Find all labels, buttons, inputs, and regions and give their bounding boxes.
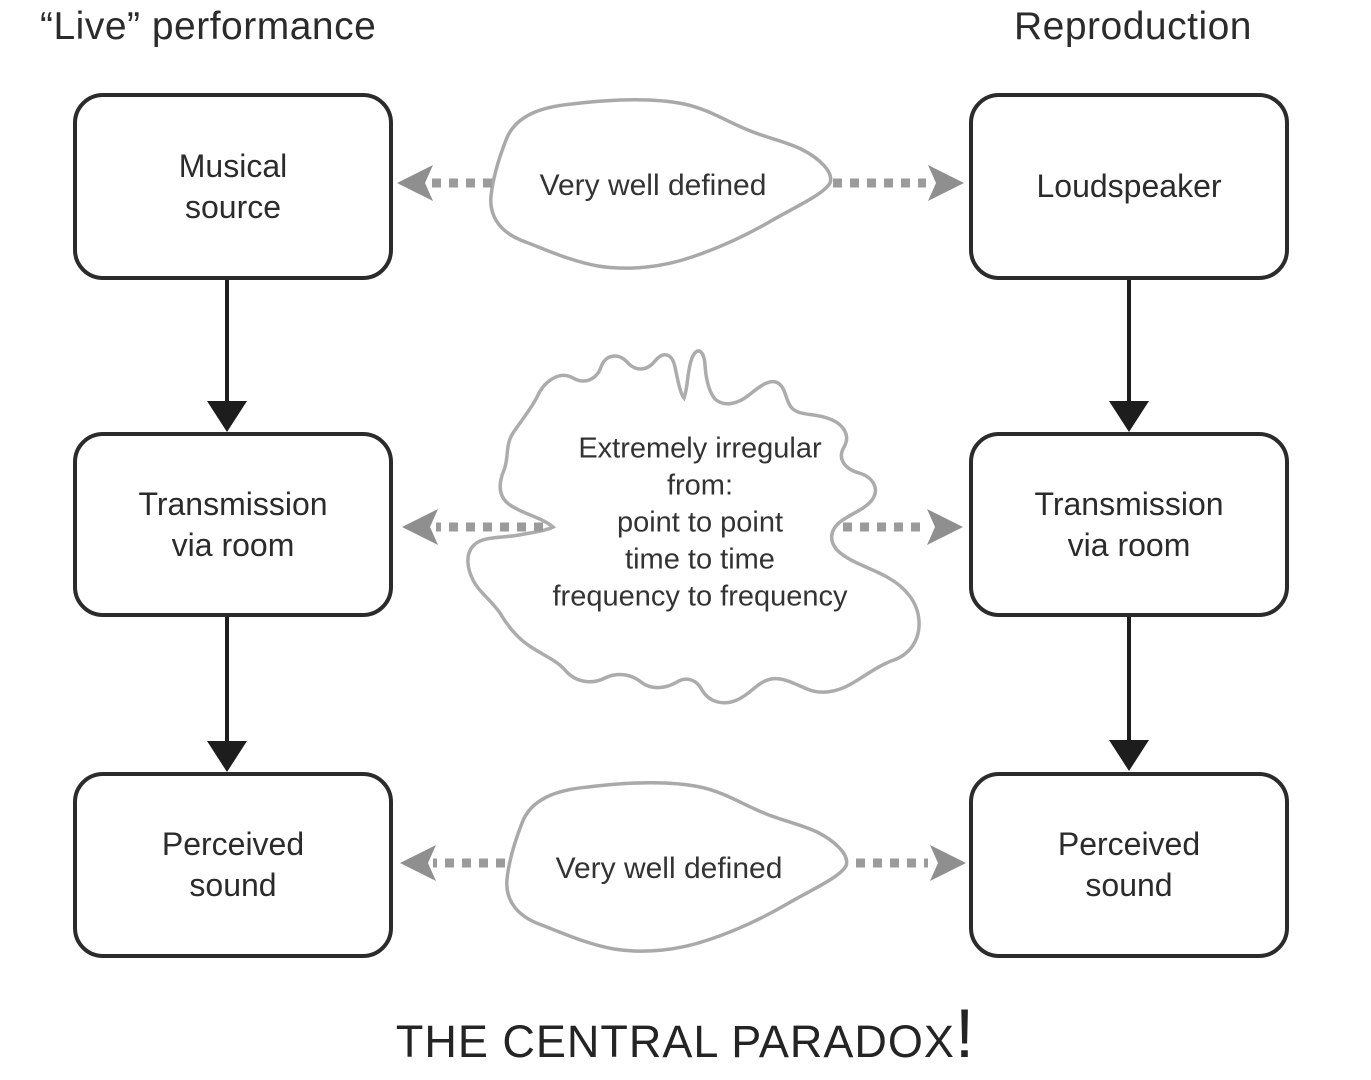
cloud-top-label: Very well defined [539,169,767,202]
box-musical-source: Musical source [73,93,393,280]
central-paradox-title-text: THE CENTRAL PARADOX [395,1016,955,1067]
box-perceived-sound-left-label: Perceived sound [161,826,305,903]
cloud-bottom-label: Very well defined [555,852,783,885]
box-loudspeaker: Loudspeaker [969,93,1289,280]
down-arrow-left-bottom [207,617,247,772]
dotted-arrow-row3-right [856,845,966,881]
cloud-middle-label: Extremely irregular from: point to point… [552,432,848,613]
dotted-arrow-row3-left [400,845,505,881]
box-musical-source-label: Musical source [178,147,288,225]
box-transmission-via-room-right-label: Transmission via room [1034,485,1224,563]
central-paradox-exclamation: ! [954,995,976,1072]
dotted-arrow-row1-left [397,165,492,201]
down-arrow-left-top [207,280,247,432]
cloud-bottom-outline [505,781,849,953]
dotted-arrow-row2-left [402,509,543,545]
down-arrow-right-top [1109,278,1149,432]
down-arrow-right-bottom [1109,617,1149,771]
dotted-arrow-row2-right [843,509,963,545]
box-loudspeaker-label: Loudspeaker [1036,168,1222,204]
cloud-middle-outline [466,349,921,705]
box-transmission-via-room-left: Transmission via room [73,432,393,617]
cloud-top-outline [489,98,833,270]
heading-reproduction: Reproduction [1014,5,1252,48]
box-transmission-via-room-right: Transmission via room [969,432,1289,617]
heading-live-performance: “Live” performance [40,5,377,48]
dotted-arrow-row1-right [833,165,964,201]
central-paradox-title: THE CENTRAL PARADOX! [0,994,1371,1073]
box-transmission-via-room-left-label: Transmission via room [138,485,328,563]
box-perceived-sound-left: Perceived sound [73,772,393,958]
box-perceived-sound-right-label: Perceived sound [1057,826,1201,903]
box-perceived-sound-right: Perceived sound [969,772,1289,958]
